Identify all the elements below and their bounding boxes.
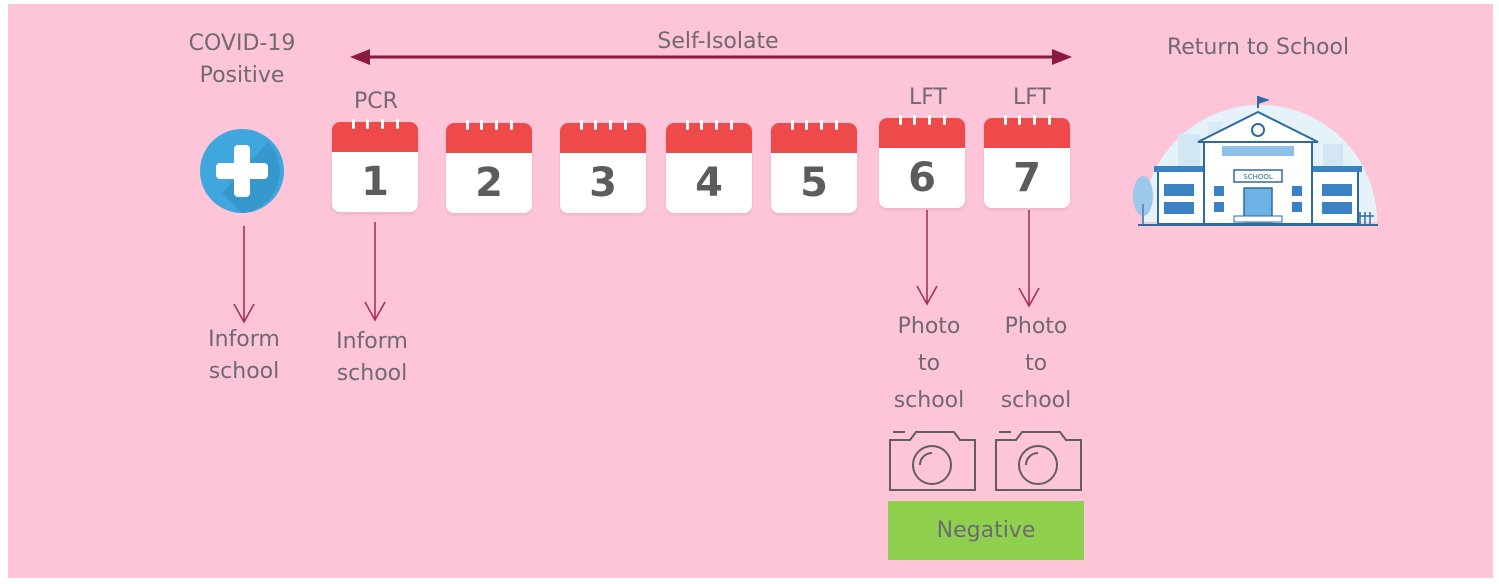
calendar-day-number: 6 — [879, 150, 965, 206]
pcr-label: PCR — [336, 86, 416, 118]
photo-to-school-label-day6: Photo to school — [870, 308, 988, 419]
inform-school-label-day1: Inform school — [312, 326, 432, 390]
calendar-icon: 3 — [560, 123, 646, 213]
calendar-icon: 2 — [446, 123, 532, 213]
calendar-day-number: 7 — [984, 150, 1070, 206]
self-isolate-label: Self-Isolate — [638, 26, 798, 58]
inform-school-label-covid: Inform school — [184, 324, 304, 388]
school-building-icon: SCHOOL — [1133, 96, 1378, 225]
calendar-icon: 1 — [332, 122, 418, 212]
lft-label-day6: LFT — [888, 82, 968, 114]
calendar-icon: 4 — [666, 123, 752, 213]
down-arrow-day1 — [365, 222, 385, 320]
camera-icon — [890, 432, 975, 490]
school-sign: SCHOOL — [1243, 173, 1273, 181]
return-to-school-label: Return to School — [1148, 32, 1368, 64]
down-arrow-covid — [234, 226, 254, 322]
calendar-icon: 7 — [984, 118, 1070, 208]
infographic-canvas: SCHOOL COVID-19 Positive Self-Isolate Re… — [8, 4, 1493, 578]
lft-label-day7: LFT — [992, 82, 1072, 114]
down-arrow-day6 — [917, 210, 937, 304]
photo-to-school-label-day7: Photo to school — [976, 308, 1096, 419]
plus-circle-icon — [200, 129, 284, 213]
camera-icon — [996, 432, 1081, 490]
calendar-day-number: 5 — [771, 155, 857, 211]
down-arrow-day7 — [1019, 210, 1039, 306]
negative-result-box: Negative — [888, 501, 1084, 560]
calendar-icon: 5 — [771, 123, 857, 213]
calendar-day-number: 4 — [666, 155, 752, 211]
calendar-day-number: 1 — [332, 154, 418, 210]
calendar-day-number: 2 — [446, 155, 532, 211]
covid-positive-label: COVID-19 Positive — [172, 28, 312, 92]
calendar-day-number: 3 — [560, 155, 646, 211]
calendar-icon: 6 — [879, 118, 965, 208]
